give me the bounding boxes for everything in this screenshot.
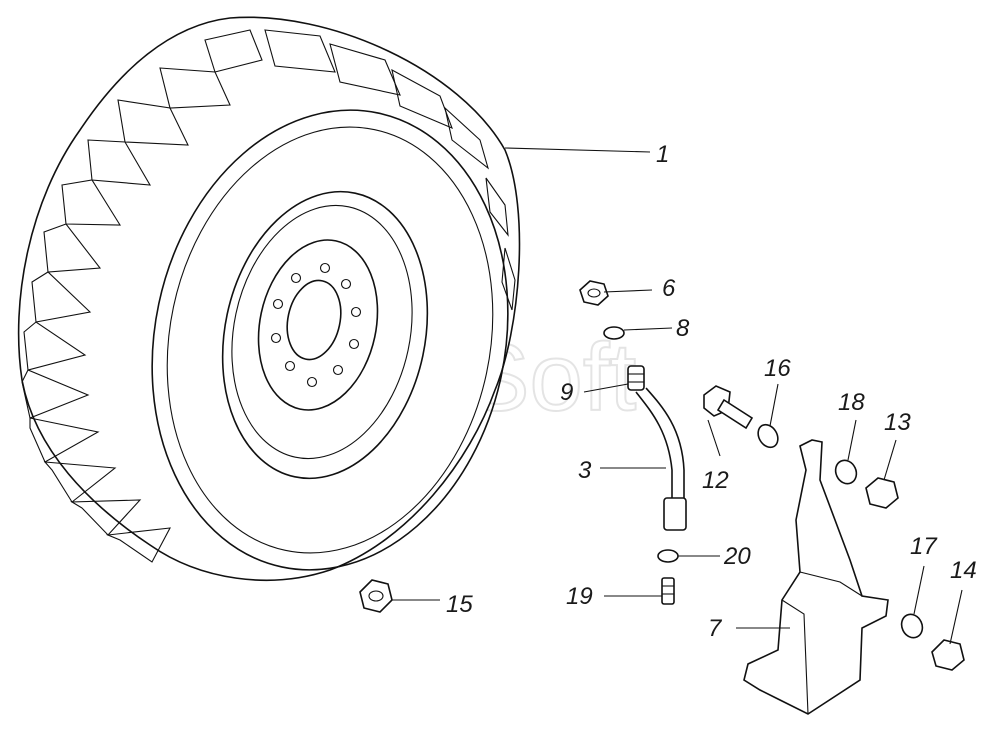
callout-17: 17 [910, 533, 938, 560]
part-3-tube [635, 391, 673, 500]
part-18-washer [834, 459, 858, 485]
callout-20: 20 [723, 543, 751, 570]
hub-center [286, 279, 342, 361]
part-3-tube-end [663, 497, 687, 531]
tire-sidewall-inner [166, 126, 494, 554]
stud-holes [270, 262, 362, 388]
callout-18: 18 [838, 389, 865, 416]
callout-1: 1 [656, 141, 669, 168]
part-8-washer [603, 326, 625, 340]
callout-13: 13 [884, 409, 911, 436]
callout-19: 19 [566, 583, 593, 610]
part-16-washer [757, 423, 779, 449]
part-6-nut [579, 280, 609, 306]
callout-12: 12 [702, 467, 729, 494]
leader-lines [392, 147, 963, 645]
wheel-tire-assembly [17, 16, 521, 581]
rim-edge [231, 204, 413, 460]
callout-8: 8 [676, 315, 690, 342]
part-9-fitting [627, 365, 645, 391]
callout-7: 7 [708, 615, 723, 642]
callout-15: 15 [446, 591, 473, 618]
tread-lugs [21, 29, 516, 563]
part-14-nut [931, 639, 965, 671]
callout-14: 14 [950, 557, 977, 584]
part-20-washer [657, 549, 679, 563]
part-13-nut [865, 477, 899, 509]
part-19-valve [661, 577, 675, 605]
callout-3: 3 [578, 457, 592, 484]
part-7-bracket [743, 439, 889, 715]
tire-sidewall [151, 109, 509, 571]
callout-6: 6 [662, 275, 676, 302]
callout-16: 16 [764, 355, 791, 382]
part-15-nut [359, 579, 393, 613]
rim-outer [221, 190, 429, 480]
part-17-washer [900, 613, 924, 639]
tire-outline [17, 16, 521, 581]
part-12-bolt [703, 385, 754, 430]
wheel-disc [257, 239, 379, 411]
callout-9: 9 [560, 379, 573, 406]
